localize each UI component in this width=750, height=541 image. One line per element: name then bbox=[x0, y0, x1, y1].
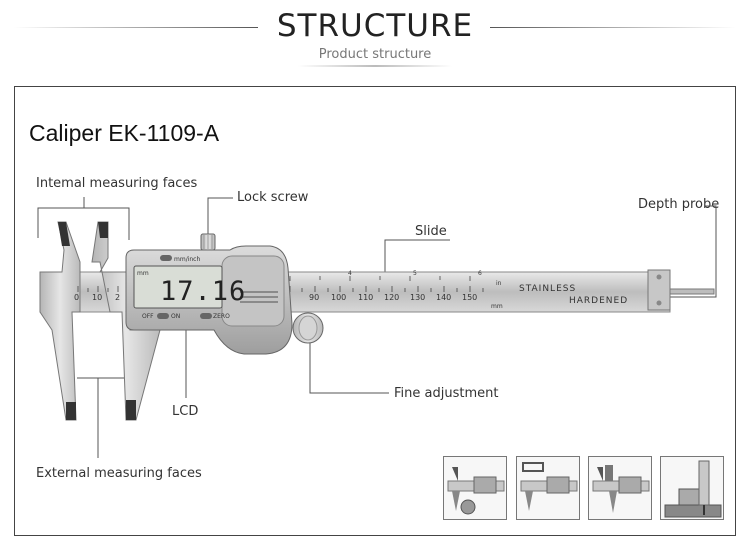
page-title: STRUCTURE bbox=[276, 8, 474, 44]
caliper-external-icon bbox=[447, 467, 505, 515]
label-fine-adjustment: Fine adjustment bbox=[394, 386, 499, 401]
scale-num-150: 150 bbox=[462, 293, 477, 302]
thumbnail-internal-measuring[interactable] bbox=[516, 456, 580, 520]
fixed-jaw bbox=[39, 221, 81, 421]
inch-mark-6: 6 bbox=[478, 270, 482, 277]
caliper-step-icon bbox=[592, 465, 650, 513]
thumbnail-step-measuring[interactable] bbox=[588, 456, 652, 520]
scale-num-90: 90 bbox=[309, 293, 319, 302]
scale-num-120: 120 bbox=[384, 293, 399, 302]
depth-probe-rod bbox=[669, 288, 715, 295]
caliper-depth-icon bbox=[664, 460, 722, 518]
stamp-stainless: STAINLESS bbox=[519, 284, 576, 294]
scale-num-110: 110 bbox=[358, 293, 373, 302]
label-lcd: LCD bbox=[172, 404, 199, 419]
product-model: Caliper EK-1109-A bbox=[29, 120, 220, 146]
thumbnail-depth-measuring[interactable] bbox=[660, 456, 724, 520]
leader-lines bbox=[37, 197, 717, 458]
lcd-mm-indicator: mm bbox=[137, 270, 149, 277]
main-scale-ticks bbox=[77, 276, 484, 292]
label-external-faces: External measuring faces bbox=[36, 466, 202, 481]
caliper-internal-icon bbox=[520, 462, 578, 511]
stamp-hardened: HARDENED bbox=[569, 296, 628, 306]
subtitle-underline bbox=[298, 65, 452, 67]
scale-num-left-1: 10 bbox=[92, 293, 102, 302]
label-depth-probe: Depth probe bbox=[638, 197, 720, 212]
thumbnail-external-measuring[interactable] bbox=[443, 456, 507, 520]
label-slide: Slide bbox=[415, 224, 447, 239]
scale-num-140: 140 bbox=[436, 293, 451, 302]
header-line-left bbox=[14, 27, 258, 28]
inch-mark-5: 5 bbox=[413, 270, 417, 277]
zero-label: ZERO bbox=[213, 313, 230, 320]
scale-num-left-0: 0 bbox=[74, 293, 79, 302]
inch-label: in bbox=[496, 280, 502, 287]
inch-mark-4: 4 bbox=[348, 270, 352, 277]
header-line-right bbox=[490, 27, 736, 28]
label-lock-screw: Lock screw bbox=[237, 190, 309, 205]
mm-label: mm bbox=[491, 303, 503, 310]
scale-num-100: 100 bbox=[331, 293, 346, 302]
lcd-readout: 17.16 bbox=[160, 276, 246, 307]
scale-num-130: 130 bbox=[410, 293, 425, 302]
off-label: OFF bbox=[142, 313, 154, 320]
scale-num-left-2: 2 bbox=[115, 293, 120, 302]
on-label: ON bbox=[171, 313, 180, 320]
lcd-screen bbox=[133, 265, 223, 309]
page-subtitle: Product structure bbox=[318, 47, 432, 62]
unit-toggle-label: mm/inch bbox=[174, 256, 200, 263]
label-internal-faces: Intemal measuring faces bbox=[36, 176, 198, 191]
